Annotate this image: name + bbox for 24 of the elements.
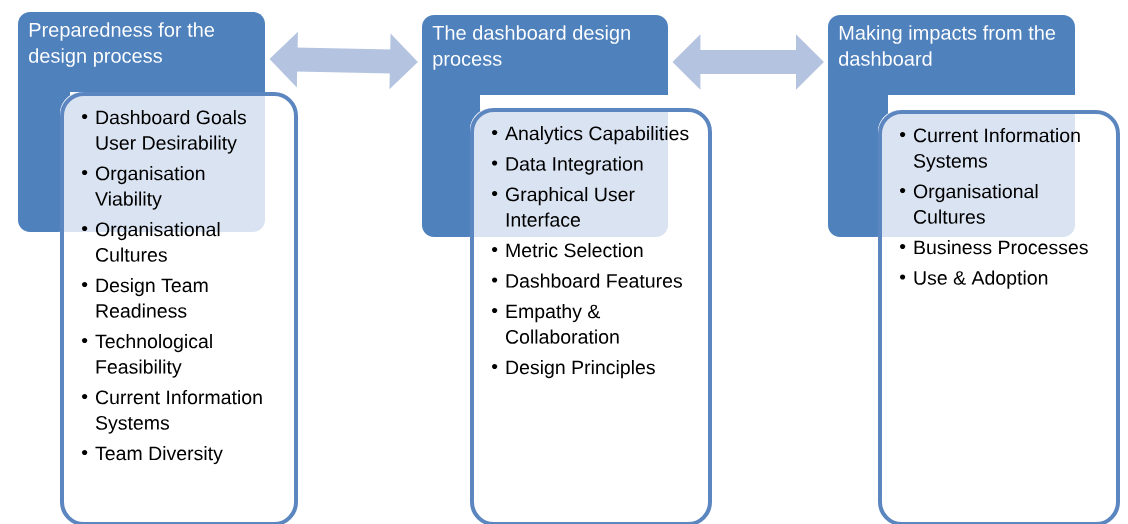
node-label: Analytics Capabilities <box>505 125 689 145</box>
node-label: Organisational Cultures <box>95 221 220 262</box>
header-box: The dashboard design process <box>422 15 668 95</box>
node-label: Dashboard Goals User Desirability <box>96 109 247 154</box>
list-box: Current Information Systems Organisational Cultures Business Processes Use & Adoption <box>828 95 1125 524</box>
node-label: Business Processes <box>914 239 1088 255</box>
node-label: Team Diversity <box>95 445 223 465</box>
list-box: Analytics Capabilities Data Integration Graphical User Interface Metric Selection Dashboard Features Empathy & Collaboration Design Principles <box>422 95 722 524</box>
node-label: Graphical User Interface <box>505 186 635 227</box>
node-label: Technological Feasibility <box>95 333 212 378</box>
node-label: Design Principles <box>506 359 655 379</box>
node-label: Design Team Readiness <box>96 277 208 318</box>
node-label: Organisational Cultures <box>913 183 1038 224</box>
header-box: Preparedness for the design process <box>18 12 265 92</box>
node-label: Metric Selection <box>506 242 643 258</box>
list-box: Dashboard Goals User Desirability Organisation Viability Organisational Cultures Design Team Readiness Technological Feasibility Current Information Systems Team Diversity <box>18 92 315 524</box>
header-box: Making impacts from the dashboard <box>828 15 1075 95</box>
node-label: Organisation Viability <box>95 165 205 210</box>
node-label: Current Information Systems <box>913 127 1080 172</box>
node-label: Data Integration <box>506 156 643 175</box>
node-label: Current Information Systems <box>95 389 262 434</box>
node-label: Use & Adoption <box>914 270 1048 289</box>
node-label: Empathy & Collaboration <box>505 303 619 344</box>
node-label: Dashboard Features <box>506 273 683 288</box>
